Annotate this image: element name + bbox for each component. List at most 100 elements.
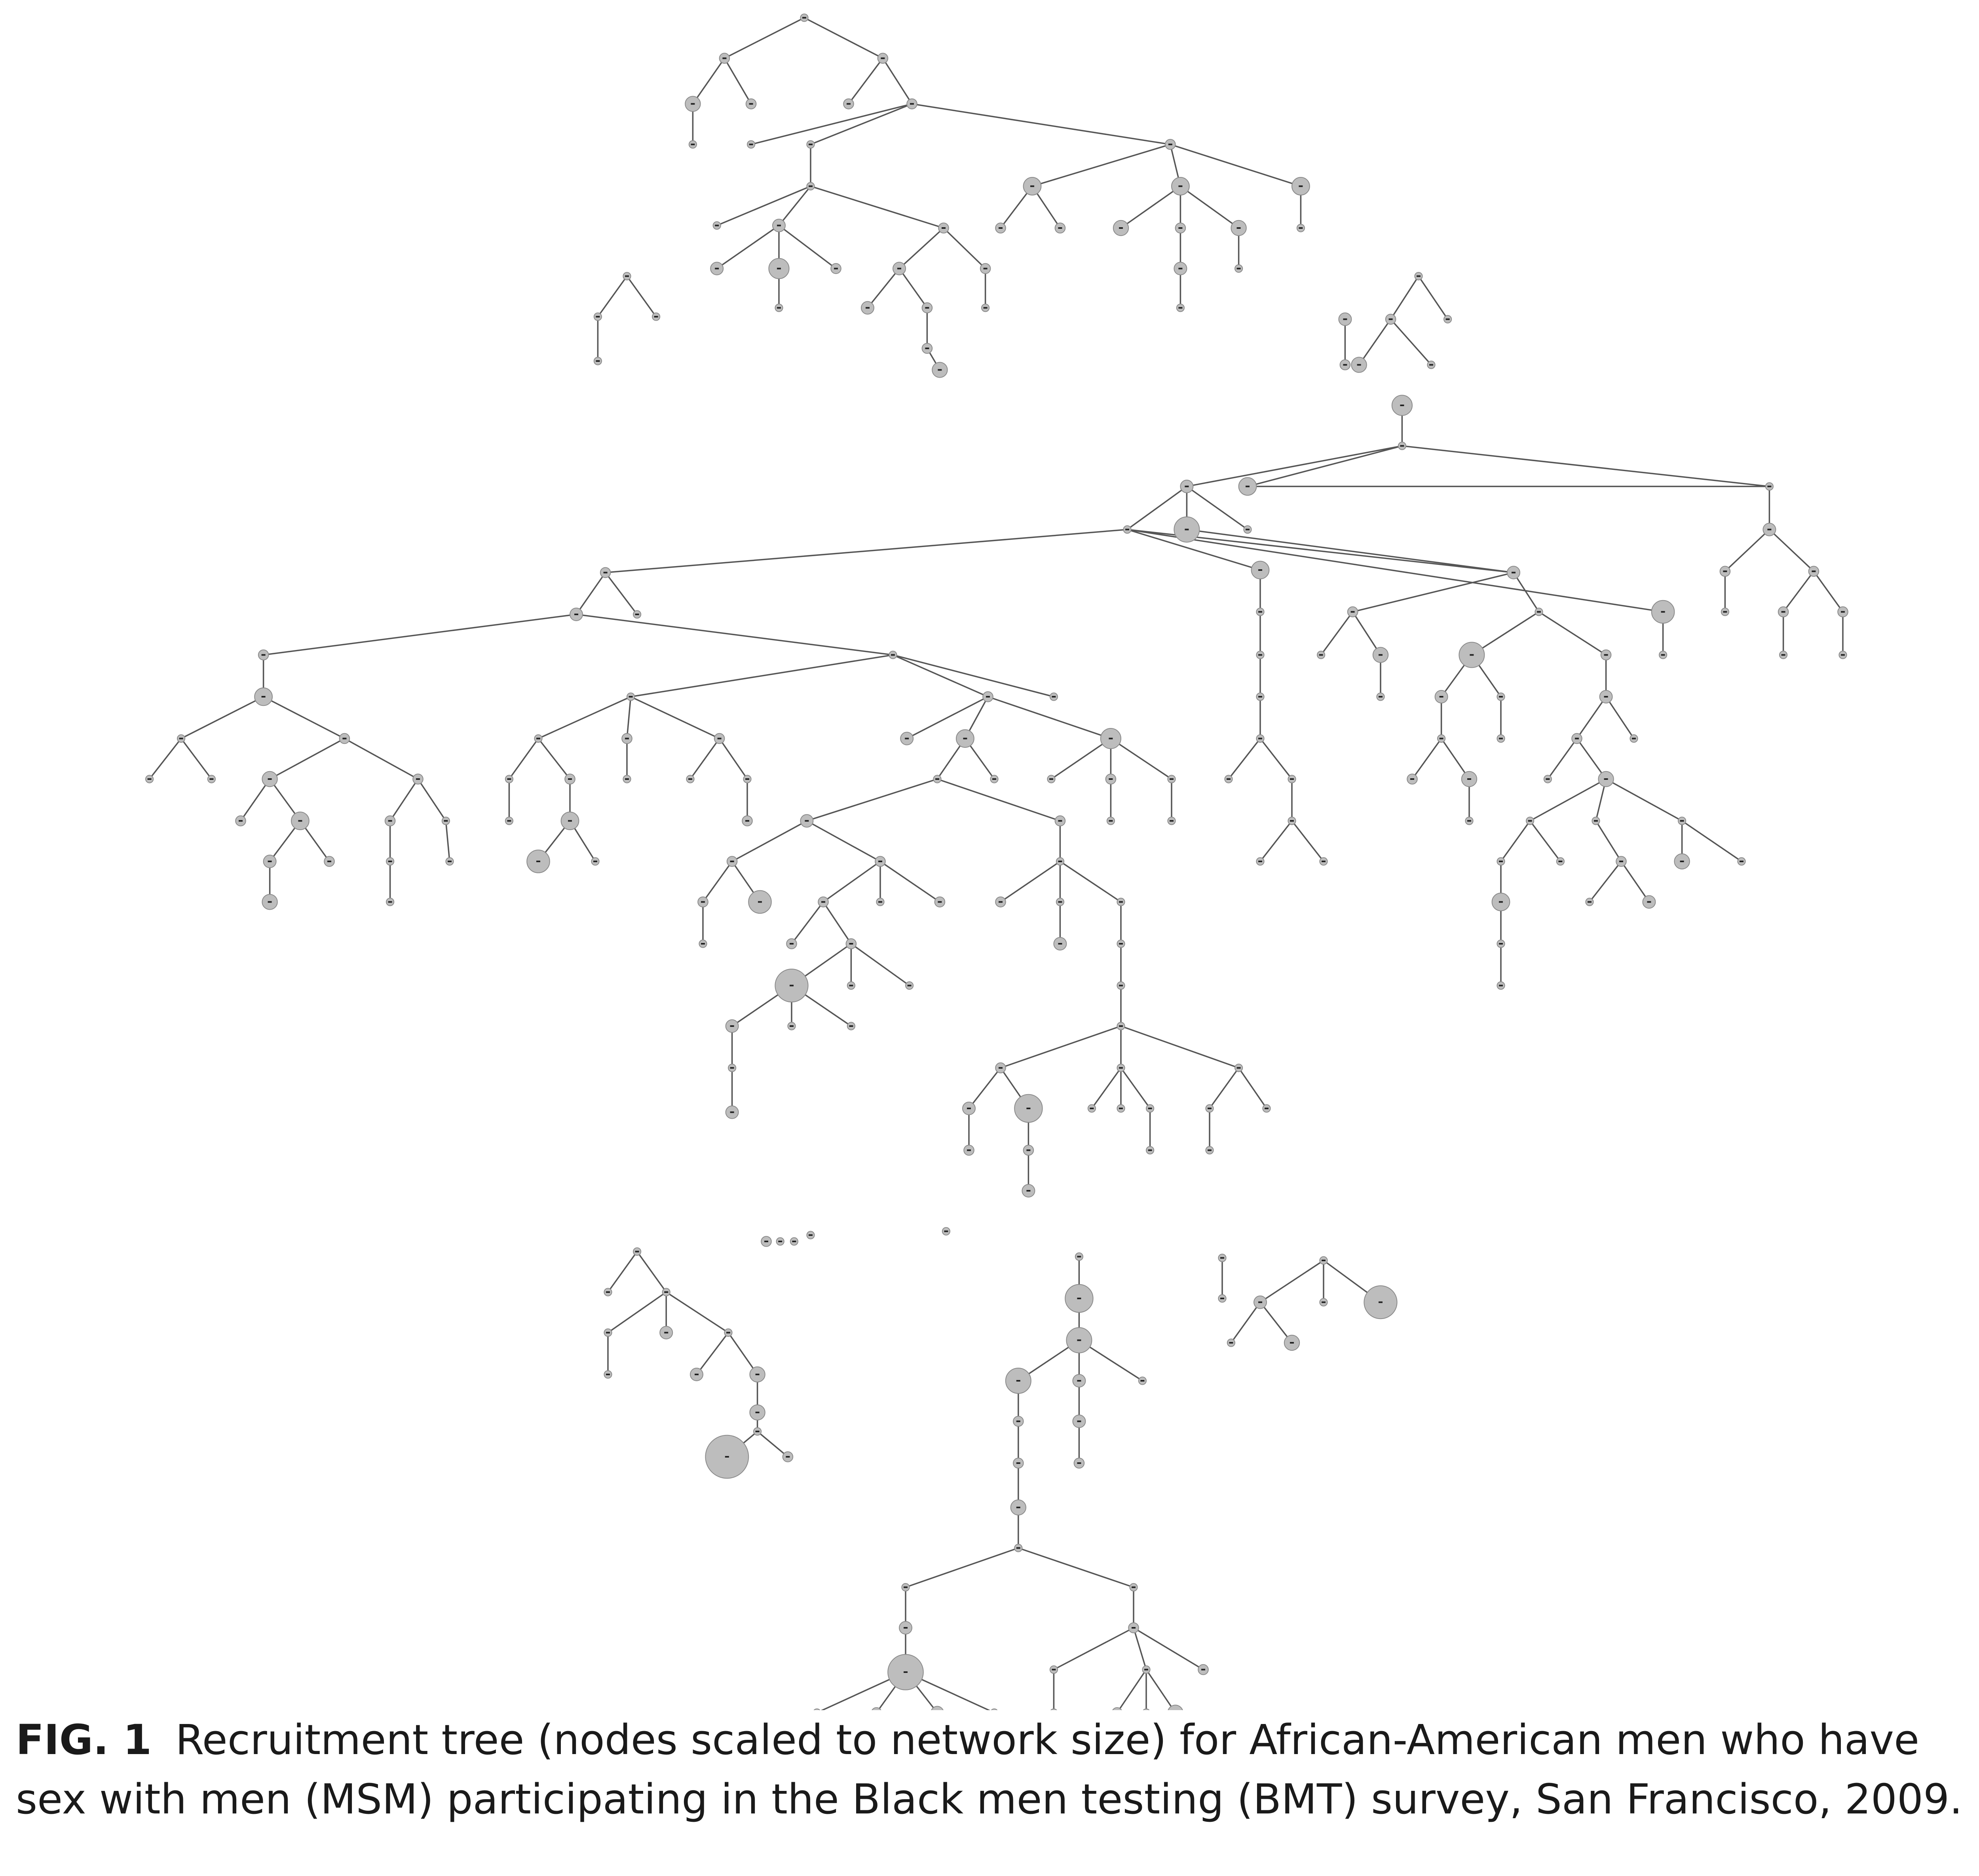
tree-node <box>623 272 631 281</box>
tree-node <box>1414 272 1423 281</box>
tree-edge <box>1133 1627 1204 1671</box>
tree-node <box>1491 893 1510 911</box>
node-center-mark <box>802 17 806 19</box>
tree-node <box>445 857 454 866</box>
tree-node <box>1319 1298 1328 1307</box>
node-center-mark <box>1537 611 1541 613</box>
tree-node <box>1719 566 1731 577</box>
tree-edge <box>810 103 912 145</box>
tree-node <box>747 140 756 149</box>
tree-node <box>1262 1104 1271 1113</box>
tree-edge <box>605 572 638 615</box>
node-center-mark <box>1343 364 1347 366</box>
node-center-mark <box>1499 943 1503 945</box>
tree-node <box>1338 312 1352 326</box>
node-center-mark <box>1290 778 1294 780</box>
node-center-mark <box>625 737 629 739</box>
tree-node <box>1497 692 1505 701</box>
tree-node <box>623 775 631 783</box>
tree-node <box>258 649 269 661</box>
tree-node <box>1117 981 1125 990</box>
tree-node <box>1599 690 1613 703</box>
tree-edge <box>626 276 657 317</box>
tree-node <box>1066 1327 1092 1353</box>
node-center-mark <box>1185 485 1189 487</box>
tree-edge <box>806 778 938 822</box>
tree-node <box>1459 642 1485 668</box>
node-center-mark <box>1077 1462 1081 1464</box>
node-center-mark <box>1410 778 1414 780</box>
node-center-mark <box>1322 861 1326 862</box>
node-center-mark <box>1052 1669 1056 1671</box>
tree-node <box>743 775 752 783</box>
tree-node <box>1224 775 1233 783</box>
tree-node <box>1721 608 1729 616</box>
tree-node <box>753 1427 762 1436</box>
node-center-mark <box>967 1108 971 1109</box>
node-center-mark <box>717 737 722 739</box>
tree-edge <box>1091 1067 1122 1109</box>
tree-node <box>659 1326 673 1340</box>
tree-node <box>1616 856 1627 867</box>
node-center-mark <box>749 103 753 105</box>
node-center-mark <box>904 1627 908 1629</box>
tree-edge <box>1110 738 1172 780</box>
node-center-mark <box>701 901 705 903</box>
node-center-mark <box>1499 861 1503 862</box>
node-center-mark <box>1119 227 1123 229</box>
tree-edge <box>389 779 419 821</box>
node-center-mark <box>1258 696 1262 698</box>
tree-node <box>1765 482 1774 491</box>
node-center-mark <box>1499 985 1503 986</box>
tree-node <box>775 969 809 1003</box>
tree-node <box>685 96 701 112</box>
node-center-mark <box>1077 1298 1081 1299</box>
tree-node <box>900 732 914 745</box>
tree-node <box>1526 817 1535 825</box>
tree-node <box>901 1583 910 1592</box>
tree-node <box>1056 857 1064 866</box>
tree-node <box>719 53 730 64</box>
node-center-mark <box>1781 611 1785 613</box>
node-center-mark <box>574 614 578 615</box>
node-center-mark <box>1299 185 1303 187</box>
tree-edge <box>1121 1025 1239 1069</box>
tree-node <box>1171 177 1190 196</box>
node-center-mark <box>1119 1067 1123 1069</box>
tree-node <box>1256 734 1265 743</box>
node-center-mark <box>1439 737 1443 739</box>
tree-node <box>662 1288 670 1296</box>
node-center-mark <box>261 696 266 698</box>
tree-edge <box>666 1291 729 1333</box>
tree-node <box>1142 1665 1151 1674</box>
node-center-mark <box>1575 737 1579 739</box>
tree-node <box>1407 774 1418 785</box>
tree-edge <box>804 17 883 59</box>
tree-node <box>905 981 914 990</box>
tree-edge <box>1513 572 1540 612</box>
tree-node <box>845 938 857 949</box>
node-center-mark <box>1058 901 1062 903</box>
tree-node <box>933 775 942 783</box>
tree-node <box>714 733 725 744</box>
node-center-mark <box>1781 654 1785 656</box>
tree-edge <box>538 696 631 739</box>
node-center-mark <box>1077 1339 1081 1341</box>
tree-node <box>412 774 424 785</box>
tree-node <box>1174 262 1187 276</box>
node-center-mark <box>596 316 600 317</box>
tree-node <box>875 856 886 867</box>
tree-edge <box>912 103 1171 145</box>
tree-edge <box>851 943 910 986</box>
tree-node <box>934 896 946 908</box>
node-center-mark <box>1119 943 1123 945</box>
tree-node <box>1056 897 1064 906</box>
node-center-mark <box>805 820 809 822</box>
node-center-mark <box>809 143 813 145</box>
tree-edge <box>1032 144 1171 187</box>
tree-node <box>1497 939 1505 948</box>
tree-node <box>1205 1146 1214 1155</box>
tree-edge <box>1238 1067 1267 1109</box>
tree-node <box>384 815 396 827</box>
node-center-mark <box>755 1431 760 1432</box>
